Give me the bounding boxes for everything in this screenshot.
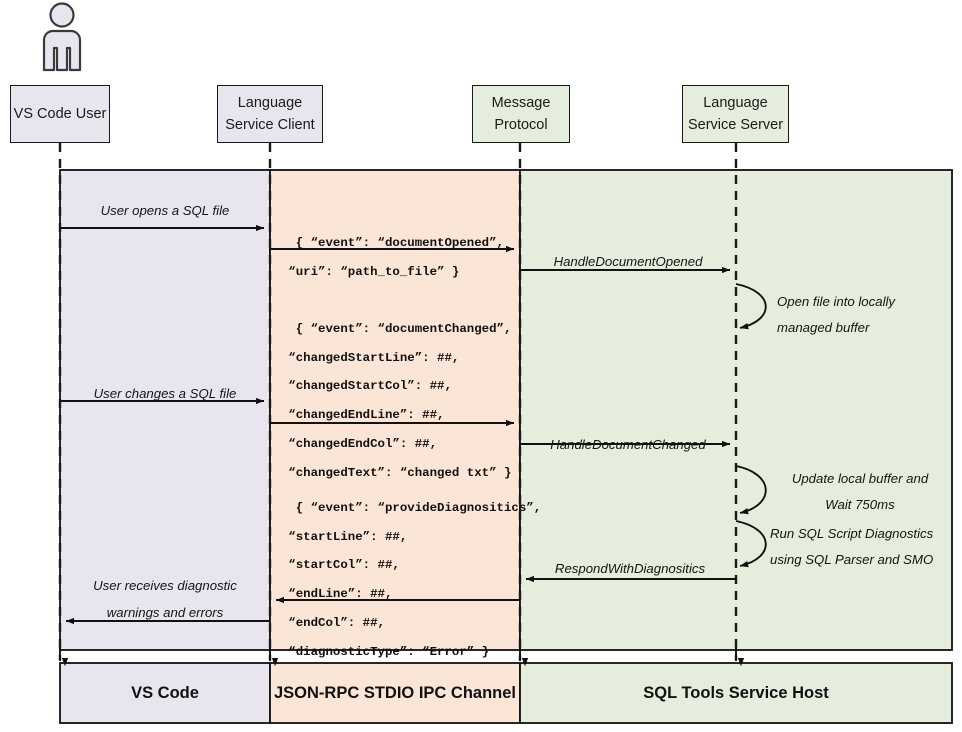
lifeline-terminators xyxy=(59,648,745,667)
loop-run-diagnostics xyxy=(735,520,767,568)
participant-vscode-user[interactable]: VS Code User xyxy=(10,85,110,143)
payload-document-changed-line-2: “changedStartCol”: ##, xyxy=(266,379,452,394)
footer-label-service: SQL Tools Service Host xyxy=(643,683,829,702)
note-open-file-line2: managed buffer xyxy=(777,320,870,336)
lane-service xyxy=(519,169,953,651)
lane-bands xyxy=(59,169,953,651)
note-update-buffer-line2: Wait 750ms xyxy=(825,497,895,513)
message-label-user-receives-diagnostics: User receives diagnostic warnings and er… xyxy=(62,572,268,626)
person-actor-icon xyxy=(42,2,82,72)
message-label-respond-with-diagnostics: RespondWithDiagnositics xyxy=(554,561,706,576)
note-open-file-line1: Open file into locally xyxy=(777,294,896,309)
message-label-user-opens-file: User opens a SQL file xyxy=(100,203,230,218)
message-label-user-receives-diagnostics-line1: User receives diagnostic xyxy=(93,578,237,593)
footer-band xyxy=(59,662,953,724)
participant-message-protocol-line2: Protocol xyxy=(494,117,548,133)
footer-band-ipc xyxy=(269,662,521,724)
payload-provide-diagnostics-line-4: “endCol”: ##, xyxy=(266,615,385,630)
footer-label-vscode: VS Code xyxy=(131,683,199,702)
note-run-diagnostics-line1: Run SQL Script Diagnostics xyxy=(770,526,934,541)
participant-language-server-line1: Language xyxy=(703,94,768,111)
participant-message-protocol[interactable]: Message Protocol xyxy=(472,85,570,143)
note-run-diagnostics-line2: using SQL Parser and SMO xyxy=(770,552,934,568)
note-run-diagnostics: Run SQL Script Diagnostics using SQL Par… xyxy=(770,521,960,574)
participant-language-client[interactable]: Language Service Client xyxy=(217,85,323,143)
payload-document-changed: { “event”: “documentChanged”, “changedSt… xyxy=(266,286,511,516)
participant-language-client-line2: Service Client xyxy=(225,117,315,133)
footer-label-ipc: JSON-RPC STDIO IPC Channel xyxy=(273,683,517,702)
payload-provide-diagnostics-line-2: “startCol”: ##, xyxy=(266,558,400,573)
payload-document-changed-line-5: “changedText”: “changed txt” } xyxy=(266,465,512,480)
payload-provide-diagnostics-line-1: “startLine”: ##, xyxy=(266,529,408,544)
payload-document-changed-line-1: “changedStartLine”: ##, xyxy=(266,350,460,365)
participant-language-server-line2: Service Server xyxy=(687,117,784,133)
message-label-handle-document-opened: HandleDocumentOpened xyxy=(553,254,703,269)
footer-band-vscode xyxy=(59,662,271,724)
participant-vscode-user-line1: VS Code User xyxy=(13,105,107,122)
message-label-user-receives-diagnostics-line2: warnings and errors xyxy=(106,605,224,621)
participant-language-server[interactable]: Language Service Server xyxy=(682,85,789,143)
loop-open-file xyxy=(735,283,767,330)
message-arrows xyxy=(60,224,736,625)
payload-provide-diagnostics-line-5: “diagnosticType”: “Error” } xyxy=(266,644,490,659)
payload-document-opened-line-1: “uri”: “path_to_file” } xyxy=(266,264,460,279)
footer-band-service xyxy=(519,662,953,724)
note-update-buffer: Update local buffer and Wait 750ms xyxy=(770,466,950,519)
payload-document-changed-line-3: “changedEndLine”: ##, xyxy=(266,408,445,423)
note-update-buffer-line1: Update local buffer and xyxy=(791,471,929,486)
payload-document-changed-line-0: { “event”: “documentChanged”, xyxy=(295,321,512,336)
payload-provide-diagnostics: { “event”: “provideDiagnositics”, “start… xyxy=(266,465,541,695)
lane-ipc xyxy=(269,169,521,651)
message-label-handle-document-changed: HandleDocumentChanged xyxy=(550,437,706,452)
participant-language-client-line1: Language xyxy=(237,94,303,111)
participant-message-protocol-line1: Message xyxy=(491,94,551,111)
lane-vscode xyxy=(59,169,271,651)
payload-document-opened-line-0: { “event”: “documentOpened”, xyxy=(295,235,504,250)
payload-provide-diagnostics-line-0: { “event”: “provideDiagnositics”, xyxy=(295,500,542,515)
loop-update-buffer xyxy=(735,465,767,515)
note-open-file: Open file into locally managed buffer xyxy=(777,289,957,342)
message-label-user-changes-file: User changes a SQL file xyxy=(93,386,237,401)
payload-provide-diagnostics-line-3: “endLine”: ##, xyxy=(266,587,393,602)
payload-document-changed-line-4: “changedEndCol”: ##, xyxy=(266,436,438,451)
payload-document-opened: { “event”: “documentOpened”, “uri”: “pat… xyxy=(266,200,504,315)
self-call-loops xyxy=(735,283,767,568)
